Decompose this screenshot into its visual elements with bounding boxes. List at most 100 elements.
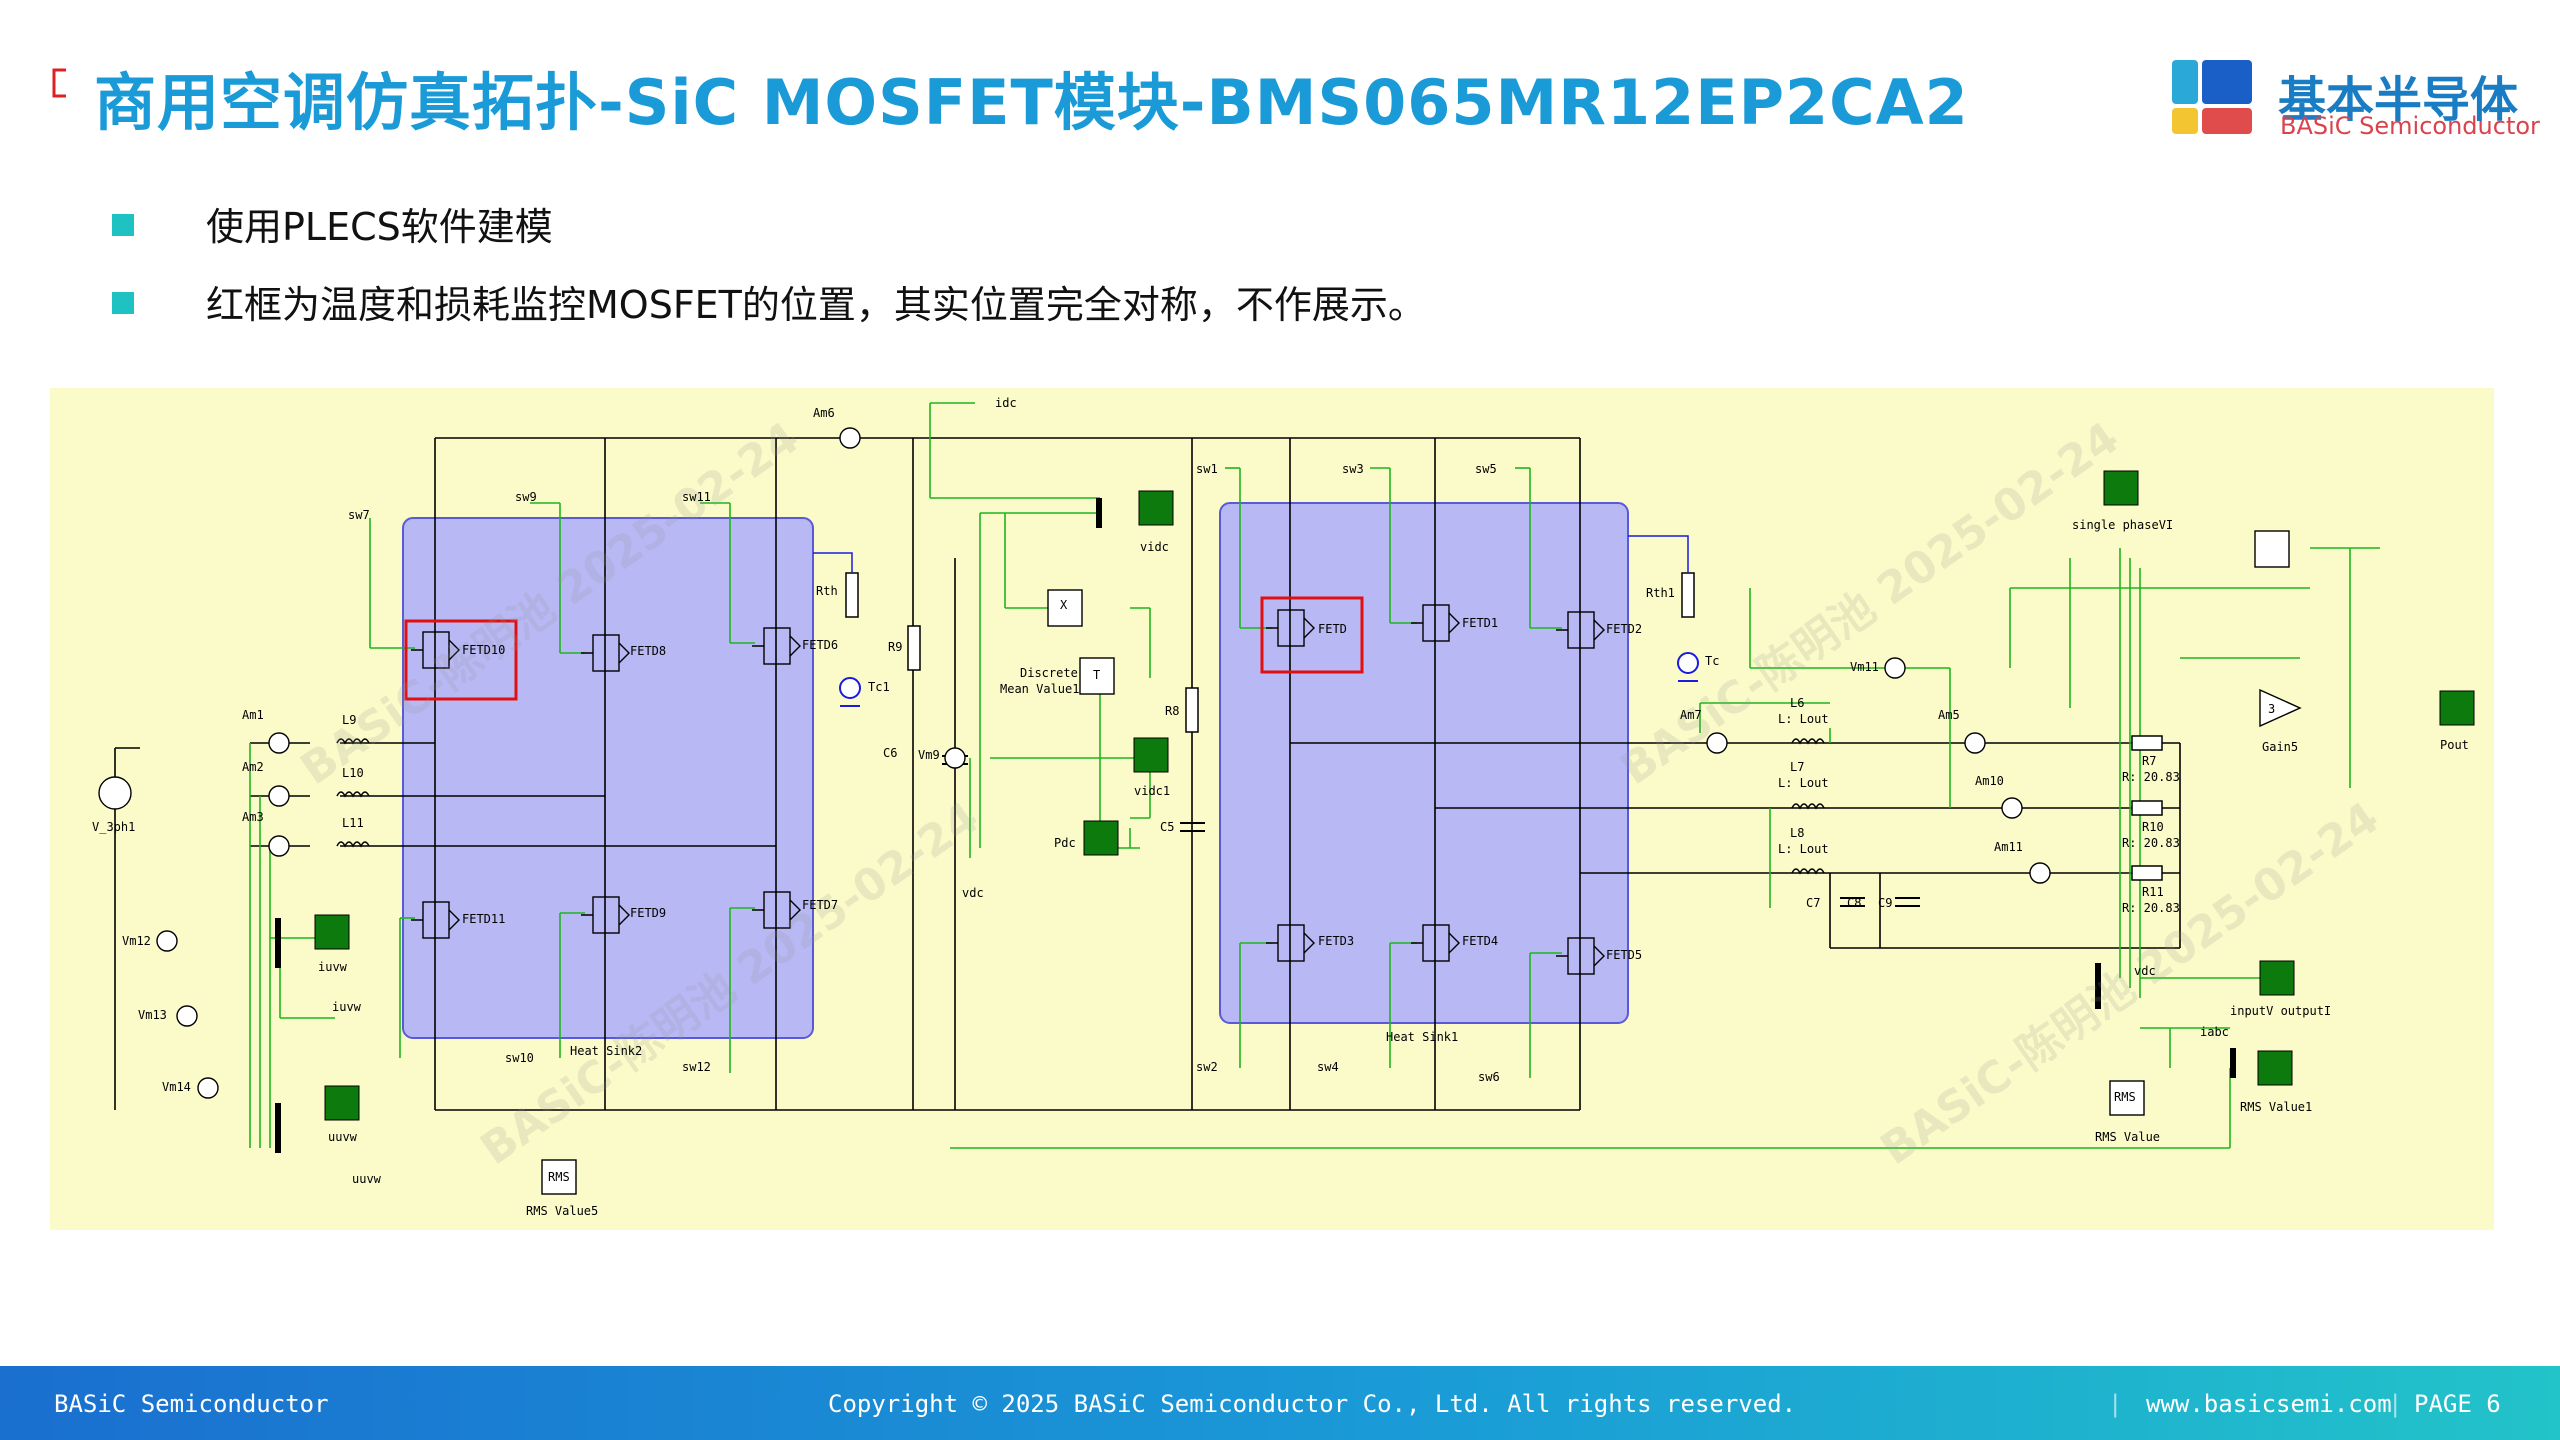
logo-mark-icon <box>2172 60 2252 134</box>
scope-blocks <box>314 470 2475 1121</box>
goto-label: iuvw <box>332 1000 361 1014</box>
voltmeter-label: Vm13 <box>138 1008 167 1022</box>
resistor-label: R11 <box>2142 885 2164 899</box>
capacitor-label: C7 <box>1806 896 1821 910</box>
title-accent-icon <box>52 68 66 98</box>
goto-label: uuvw <box>352 1172 381 1186</box>
inductor-label: L10 <box>342 766 364 780</box>
logo-en-text: BASiC Semiconductor <box>2280 112 2540 140</box>
mean-label: Discrete <box>1020 666 1078 680</box>
goto-label: iabc <box>2200 1025 2229 1039</box>
plecs-schematic: BASiC-陈明池 2025-02-24 BASiC-陈明池 2025-02-2… <box>50 388 2494 1230</box>
resistor-label: R10 <box>2142 820 2164 834</box>
capacitor-label: C5 <box>1160 820 1175 834</box>
fet-label: FETD11 <box>462 912 506 926</box>
gate-label: sw6 <box>1478 1070 1500 1084</box>
fet-label: FETD <box>1318 622 1347 636</box>
goto-label: vdc <box>962 886 984 900</box>
source-label: V_3ph1 <box>92 820 136 834</box>
scope-label: vidc <box>1140 540 1169 554</box>
bullet-text: 红框为温度和损耗监控MOSFET的位置，其实位置完全对称，不作展示。 <box>206 283 1426 327</box>
footer-url-link[interactable]: www.basicsemi.com <box>2146 1390 2392 1418</box>
logo-cn-text: 基本半导体 <box>2278 72 2519 128</box>
inductor-label: L9 <box>342 713 357 727</box>
capacitor-label: C8 <box>1847 896 1862 910</box>
capacitor-label: C6 <box>883 746 898 760</box>
scope-label: iuvw <box>318 960 347 974</box>
gate-label: sw12 <box>682 1060 711 1074</box>
resistor-label: R8 <box>1165 704 1180 718</box>
ammeter-label: Am6 <box>813 406 835 420</box>
gate-label: sw4 <box>1317 1060 1339 1074</box>
monitor-box-left <box>404 619 518 701</box>
scope-label: uuvw <box>328 1130 357 1144</box>
ammeter-label: Am10 <box>1975 774 2004 788</box>
inductor-value: L: Lout <box>1778 712 1829 726</box>
ammeter-label: Am1 <box>242 708 264 722</box>
inductor-value: L: Lout <box>1778 776 1829 790</box>
resistor-label: R7 <box>2142 754 2157 768</box>
goto-label: idc <box>995 396 1017 410</box>
inductor-label: L11 <box>342 816 364 830</box>
tc-label: Tc <box>1705 654 1720 668</box>
tc-label: Tc1 <box>868 680 890 694</box>
gate-label: sw5 <box>1475 462 1497 476</box>
voltmeter-label: Vm14 <box>162 1080 191 1094</box>
fet-label: FETD8 <box>630 644 667 658</box>
mosfet-symbols <box>411 604 1605 975</box>
footer-bar: BASiC Semiconductor Copyright © 2025 BAS… <box>0 1366 2560 1440</box>
goto-label: vdc <box>2134 964 2156 978</box>
resistor-value: R: 20.83 <box>2122 770 2180 784</box>
gate-label: sw1 <box>1196 462 1218 476</box>
gate-label: sw7 <box>348 508 370 522</box>
scope-label: Pout <box>2440 738 2469 752</box>
heat-sink2-region <box>402 517 814 1039</box>
bullet-square-icon <box>112 292 134 314</box>
resistor-value: R: 20.83 <box>2122 901 2180 915</box>
footer-separator: | <box>2108 1390 2123 1418</box>
rms-block-label: RMS <box>548 1170 570 1184</box>
company-logo: 基本半导体 BASiC Semiconductor <box>2168 56 2540 146</box>
fet-label: FETD1 <box>1462 616 1499 630</box>
ammeter-label: Am2 <box>242 760 264 774</box>
rth-label: Rth <box>816 584 838 598</box>
gate-label: sw10 <box>505 1051 534 1065</box>
footer-copyright: Copyright © 2025 BASiC Semiconductor Co.… <box>828 1390 1797 1418</box>
fet-label: FETD3 <box>1318 934 1355 948</box>
rms-value-label: RMS Value <box>2095 1130 2161 1144</box>
schematic-wiring <box>98 402 2475 1195</box>
gate-label: sw11 <box>682 490 711 504</box>
fet-label: FETD4 <box>1462 934 1499 948</box>
scope-label: inputV outputI <box>2230 1004 2332 1018</box>
heat-sink-label: Heat Sink2 <box>570 1044 643 1058</box>
fet-label: FETD7 <box>802 898 839 912</box>
page-title: 商用空调仿真拓扑-SiC MOSFET模块-BMS065MR12EP2CA2 <box>94 66 1969 139</box>
rms-value-label: RMS Value5 <box>526 1204 599 1218</box>
footer-company: BASiC Semiconductor <box>54 1390 329 1418</box>
gate-label: sw2 <box>1196 1060 1218 1074</box>
fet-label: FETD9 <box>630 906 667 920</box>
mean-label: Mean Value1 <box>1000 682 1080 696</box>
resistor-value: R: 20.83 <box>2122 836 2180 850</box>
footer-separator: | <box>2388 1390 2403 1418</box>
bullet-text: 使用PLECS软件建模 <box>206 205 553 249</box>
gate-label: sw9 <box>515 490 537 504</box>
meter-symbols <box>98 427 2051 1099</box>
bullet-square-icon <box>112 214 134 236</box>
heat-sink1-region <box>1219 502 1629 1024</box>
mean-symbol: T <box>1093 668 1101 682</box>
monitor-box-right <box>1260 596 1364 674</box>
ammeter-label: Am11 <box>1994 840 2023 854</box>
scope-label: single phaseVI <box>2072 518 2174 532</box>
rms-block-label: RMS <box>2114 1090 2136 1104</box>
fet-label: FETD2 <box>1606 622 1643 636</box>
inductor-label: L8 <box>1790 826 1805 840</box>
scope-label: RMS Value1 <box>2240 1100 2313 1114</box>
ammeter-label: Am7 <box>1680 708 1702 722</box>
gate-label: sw3 <box>1342 462 1364 476</box>
resistor-label: R9 <box>888 640 903 654</box>
scope-label: vidc1 <box>1134 784 1171 798</box>
rth-label: Rth1 <box>1646 586 1675 600</box>
inductor-value: L: Lout <box>1778 842 1829 856</box>
ammeter-label: Am3 <box>242 810 264 824</box>
